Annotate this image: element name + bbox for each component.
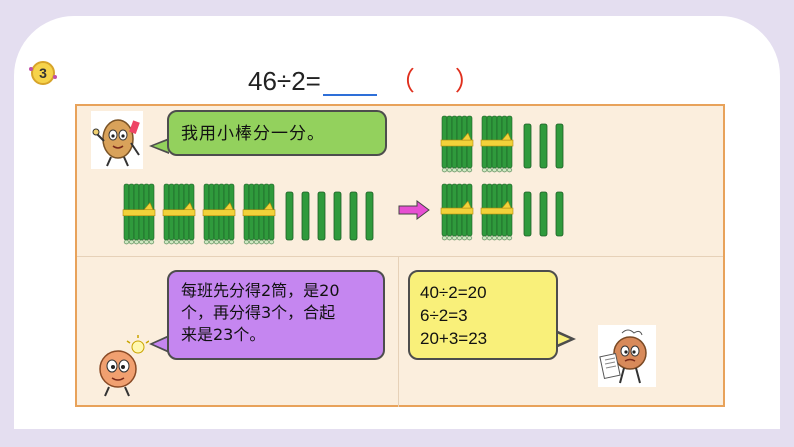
stick-bundle-icon xyxy=(480,115,514,173)
single-stick-icon xyxy=(523,123,532,169)
single-stick-icon xyxy=(539,123,548,169)
equation: 46÷2= （ ） xyxy=(248,66,481,96)
stick-bundle-icon xyxy=(480,183,514,241)
single-stick-icon xyxy=(539,191,548,237)
potato-mascot-reading-icon xyxy=(598,325,656,387)
single-stick-icon xyxy=(365,191,374,241)
speech-bubble-bottom-right: 40÷2=20 6÷2=3 20+3=23 xyxy=(408,270,558,360)
single-stick-icon xyxy=(333,191,342,241)
stick-bundle-icon xyxy=(202,183,236,245)
stick-bundle-icon xyxy=(162,183,196,245)
single-stick-icon xyxy=(555,191,564,237)
bubble-tail-fill xyxy=(554,332,570,346)
stick-bundle-icon xyxy=(242,183,276,245)
single-stick-icon xyxy=(349,191,358,241)
sticks-total-group xyxy=(122,183,374,245)
single-stick-icon xyxy=(285,191,294,241)
problem-number: 3 xyxy=(39,65,47,81)
paren-open: （ xyxy=(388,66,415,96)
single-stick-icon xyxy=(301,191,310,241)
stick-bundle-icon xyxy=(122,183,156,245)
bubble-line-3: 来是23个。 xyxy=(181,325,266,344)
sticks-group-b xyxy=(440,183,564,241)
stick-bundle-icon xyxy=(440,183,474,241)
sticks-group-a xyxy=(440,115,564,173)
potato-mascot-thinking-icon xyxy=(91,111,143,169)
single-stick-icon xyxy=(523,191,532,237)
right-arrow-icon xyxy=(398,200,430,220)
speech-bubble-text: 我用小棒分一分。 xyxy=(181,124,325,144)
stick-bundle-icon xyxy=(440,115,474,173)
board-divider-vertical xyxy=(398,256,399,407)
speech-bubble-bottom-left: 每班先分得2筒，是20 个，再分得3个，合起 来是23个。 xyxy=(167,270,385,360)
single-stick-icon xyxy=(317,191,326,241)
bubble-line-1: 每班先分得2筒，是20 xyxy=(181,281,340,300)
bubble-line-2: 个，再分得3个，合起 xyxy=(181,303,336,322)
answer-blank[interactable] xyxy=(322,68,377,96)
equation-text: 46÷2= xyxy=(248,66,321,96)
bubble-tail-fill xyxy=(153,140,169,152)
calc-line-1: 40÷2=20 xyxy=(420,283,487,302)
bottom-strip xyxy=(0,429,794,447)
potato-mascot-idea-icon xyxy=(99,335,149,397)
single-stick-icon xyxy=(555,123,564,169)
speech-bubble-top: 我用小棒分一分。 xyxy=(167,110,387,156)
bubble-tail-fill xyxy=(153,337,169,351)
board-divider-horizontal xyxy=(77,256,723,257)
calc-line-2: 6÷2=3 xyxy=(420,306,468,325)
paren-close: ） xyxy=(454,66,481,96)
calc-line-3: 20+3=23 xyxy=(420,329,488,348)
problem-number-badge: 3 xyxy=(29,61,57,85)
